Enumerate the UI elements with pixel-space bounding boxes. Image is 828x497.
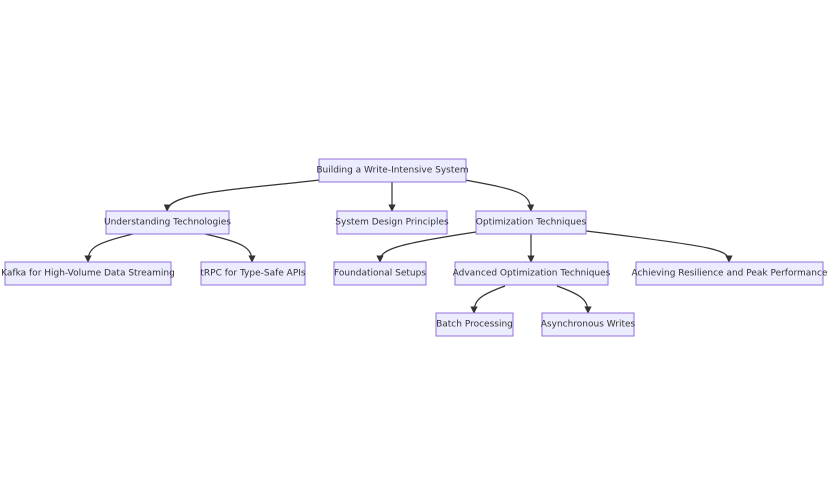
edge-adv-to-batch (470, 285, 506, 314)
node-batch-processing-label: Batch Processing (436, 320, 513, 330)
edges-layer (84, 179, 733, 314)
node-advanced-optimization-label: Advanced Optimization Techniques (453, 269, 611, 279)
edge-opt-to-found (376, 231, 477, 263)
node-advanced-optimization: Advanced Optimization Techniques (453, 261, 611, 286)
edge-tech-to-kafka (84, 233, 134, 263)
node-optimization-techniques: Optimization Techniques (475, 210, 587, 235)
node-foundational-setups-label: Foundational Setups (334, 269, 426, 279)
node-resilience-performance: Achieving Resilience and Peak Performanc… (631, 261, 828, 286)
node-system-design-principles: System Design Principles (335, 210, 449, 235)
node-trpc: tRPC for Type-Safe APIs (200, 261, 306, 286)
node-asynchronous-writes: Asynchronous Writes (541, 312, 636, 337)
node-understanding-technologies-label: Understanding Technologies (104, 218, 231, 228)
edge-root-to-opt (464, 179, 535, 212)
edge-adv-to-async (556, 285, 592, 314)
node-resilience-performance-label: Achieving Resilience and Peak Performanc… (631, 269, 827, 279)
node-kafka: Kafka for High-Volume Data Streaming (1, 261, 175, 286)
node-asynchronous-writes-label: Asynchronous Writes (541, 320, 636, 330)
node-optimization-techniques-label: Optimization Techniques (476, 218, 587, 228)
node-trpc-label: tRPC for Type-Safe APIs (200, 269, 306, 279)
nodes-layer: Building a Write-Intensive System Unders… (1, 158, 828, 337)
edge-opt-to-resil (585, 230, 733, 263)
node-kafka-label: Kafka for High-Volume Data Streaming (1, 269, 175, 279)
node-batch-processing: Batch Processing (435, 312, 514, 337)
node-root: Building a Write-Intensive System (316, 158, 469, 183)
node-root-label: Building a Write-Intensive System (316, 166, 468, 176)
edge-root-to-tech (163, 179, 321, 212)
node-foundational-setups: Foundational Setups (333, 261, 427, 286)
node-system-design-principles-label: System Design Principles (335, 218, 449, 228)
edge-tech-to-trpc (204, 233, 256, 263)
node-understanding-technologies: Understanding Technologies (104, 210, 231, 235)
